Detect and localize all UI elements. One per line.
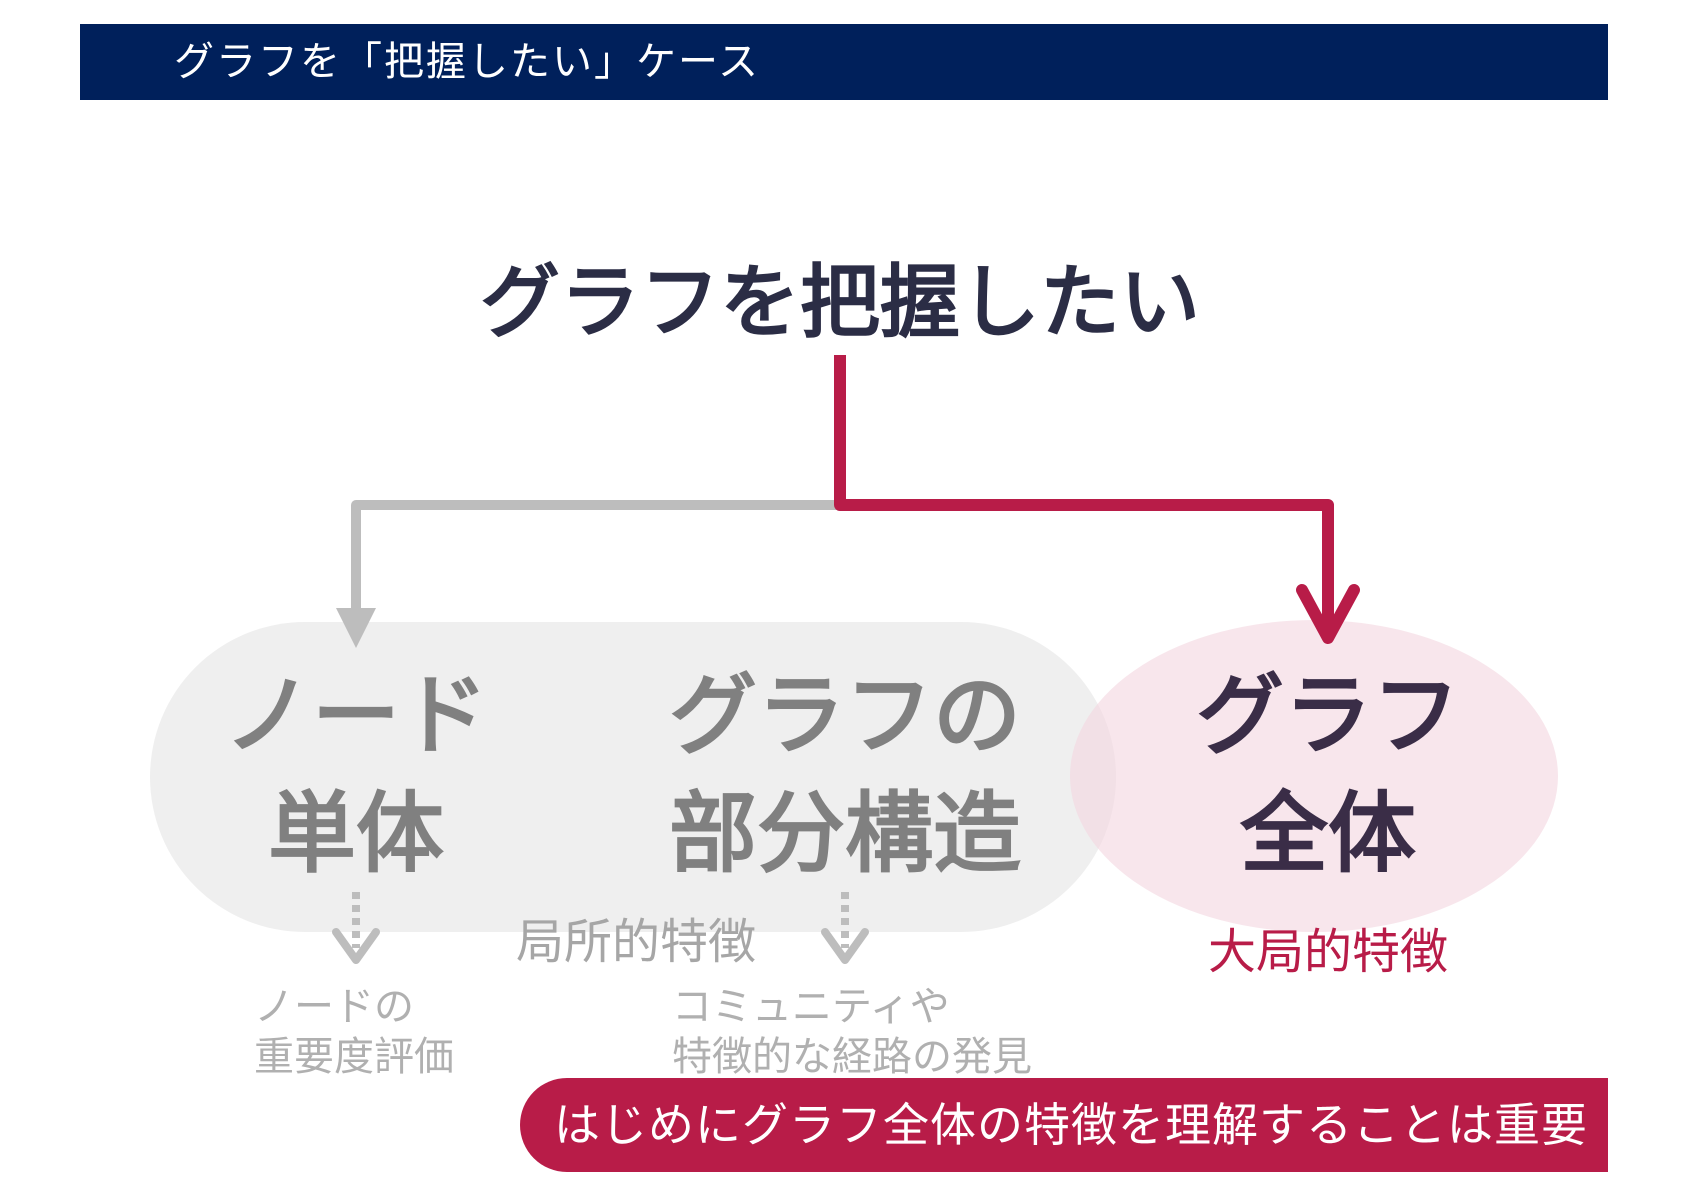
gray-arrowhead-icon <box>336 608 376 648</box>
global-features-label: 大局的特徴 <box>1208 924 1448 980</box>
local-features-pill <box>150 622 1116 932</box>
red-arrowhead-icon <box>1296 584 1360 644</box>
node-result-line2: 重要度評価 <box>254 1034 454 1080</box>
local-features-label: 局所的特徴 <box>516 914 756 970</box>
node-single-title-line2: 単体 <box>268 782 444 885</box>
subgraph-result-line1: コミュニティや <box>672 984 950 1030</box>
gray-connector <box>351 500 840 612</box>
dotted-arrowhead-node-icon <box>332 928 380 964</box>
header-bar: グラフを「把握したい」ケース <box>80 24 1608 100</box>
node-single-title-line1: ノード <box>224 664 488 767</box>
node-result-line1: ノードの <box>254 984 414 1030</box>
subgraph-title-line1: グラフの <box>669 664 1021 767</box>
global-features-ellipse <box>1070 620 1558 932</box>
bottom-banner-text: はじめにグラフ全体の特徴を理解することは重要 <box>554 1098 1588 1152</box>
subgraph-title-line2: 部分構造 <box>669 782 1021 885</box>
whole-graph-title-line1: グラフ <box>1196 664 1460 767</box>
root-label: グラフを把握したい <box>480 256 1200 349</box>
bottom-banner: はじめにグラフ全体の特徴を理解することは重要 <box>520 1078 1608 1172</box>
subgraph-result-line2: 特徴的な経路の発見 <box>672 1034 1032 1080</box>
dotted-arrowhead-subgraph-icon <box>821 928 869 964</box>
red-connector <box>834 355 1334 630</box>
header-title: グラフを「把握したい」ケース <box>174 39 760 85</box>
whole-graph-title-line2: 全体 <box>1239 782 1416 885</box>
